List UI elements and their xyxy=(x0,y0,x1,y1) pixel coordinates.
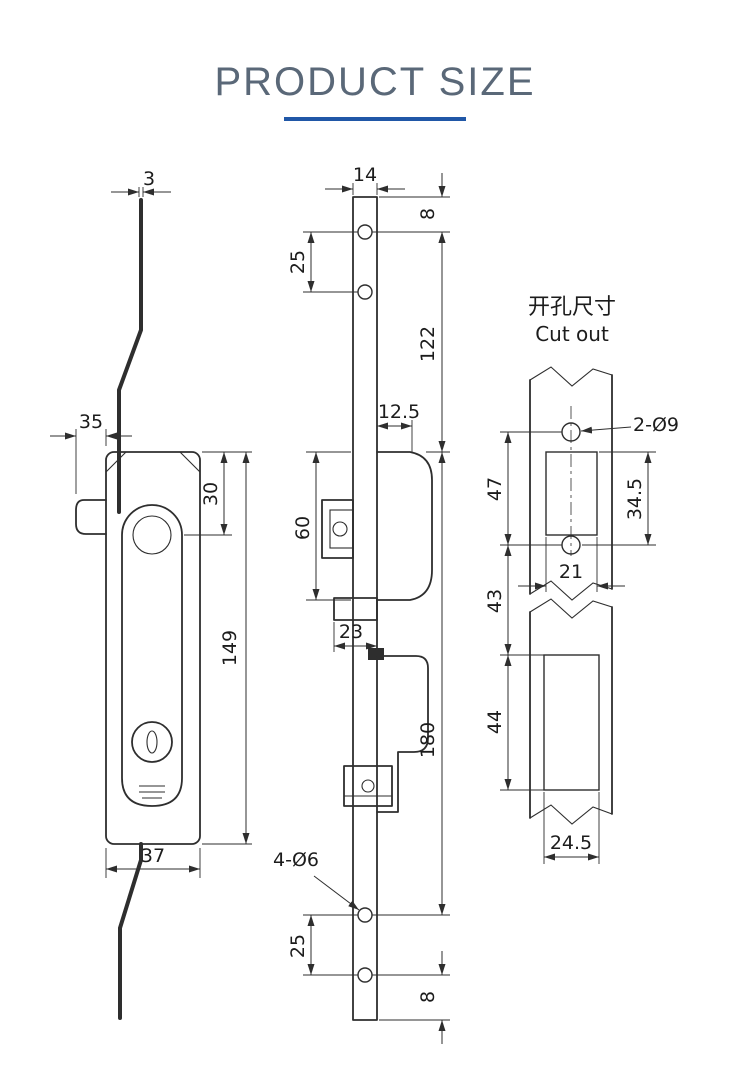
dim-text: 60 xyxy=(292,516,314,540)
dim-cutout-hole-pitch: 47 xyxy=(484,431,562,546)
dim-text: 37 xyxy=(141,845,165,867)
ext-line xyxy=(543,792,600,864)
dim-side-top-hole-pitch: 25 xyxy=(287,231,358,293)
dim-text: 35 xyxy=(79,411,103,433)
ext-line xyxy=(500,431,562,546)
leader-line xyxy=(313,875,360,911)
ext-line xyxy=(105,848,201,878)
dim-text: 14 xyxy=(353,164,377,186)
title-underline xyxy=(284,117,466,121)
front-view: 3 35 30 149 xyxy=(50,168,252,1020)
control-rod-bottom xyxy=(118,842,143,1020)
ext-line xyxy=(372,196,450,233)
dim-front-body-height: 149 xyxy=(202,451,252,845)
key-slot xyxy=(146,730,158,754)
dim-text: 44 xyxy=(484,710,506,734)
housing-profile xyxy=(376,451,433,601)
lower-bracket xyxy=(376,655,429,813)
cutout-slot-lower xyxy=(543,654,600,791)
dim-cutout-gap: 43 xyxy=(484,545,544,656)
cylinder-housing xyxy=(321,499,354,559)
dim-cutout-holes: 2-Ø9 xyxy=(580,414,679,436)
cylinder-shaft xyxy=(332,521,348,537)
mount-hole-bottom-1 xyxy=(357,907,373,923)
dim-text: 21 xyxy=(559,561,583,583)
dim-text: 12.5 xyxy=(378,401,420,423)
mount-hole-top-1 xyxy=(357,224,373,240)
dim-side-upper-length: 122 xyxy=(417,232,450,453)
handle-pivot-button xyxy=(132,515,172,555)
page-title: PRODUCT SIZE xyxy=(214,60,536,104)
dim-text: 25 xyxy=(287,250,309,274)
mounting-bar xyxy=(352,196,378,1021)
dim-text: 2-Ø9 xyxy=(633,414,679,436)
dim-text: 24.5 xyxy=(550,832,592,854)
dim-text: 149 xyxy=(219,630,241,666)
dim-side-cam-width: 23 xyxy=(333,621,377,652)
dim-side-bottom-edge-to-hole: 8 xyxy=(372,951,450,1044)
cylinder-inner xyxy=(329,509,354,549)
cutout-label-zh: 开孔尺寸 xyxy=(528,295,616,320)
latch-cam-screw xyxy=(361,779,375,793)
dim-text: 4-Ø6 xyxy=(273,849,319,871)
cam-block xyxy=(333,597,378,621)
cam-pivot-block xyxy=(368,648,384,660)
dim-side-bottom-hole-pitch: 25 xyxy=(287,914,358,976)
dim-text: 3 xyxy=(143,168,155,190)
dim-text: 47 xyxy=(484,477,506,501)
cutout-slot-upper xyxy=(545,451,598,536)
dim-front-body-width: 37 xyxy=(105,845,201,878)
latch-cam xyxy=(343,765,393,807)
dim-cutout-slot-to-hole: 34.5 xyxy=(582,451,656,546)
dim-side-lower-length: 180 xyxy=(372,452,450,916)
dim-cutout-slot-width: 21 xyxy=(518,537,625,592)
dim-text: 43 xyxy=(484,589,506,613)
dim-side-mount-holes: 4-Ø6 xyxy=(273,849,360,911)
grip-lines xyxy=(139,785,165,799)
side-view: 14 8 25 122 xyxy=(273,164,450,1044)
dim-text: 25 xyxy=(287,934,309,958)
dim-text: 34.5 xyxy=(624,478,646,520)
key-cylinder xyxy=(131,721,173,763)
dim-text: 180 xyxy=(417,722,439,758)
dim-side-housing-height: 60 xyxy=(292,451,351,601)
dim-side-top-edge-to-hole: 8 xyxy=(372,173,450,256)
ext-line xyxy=(75,429,107,494)
cutout-view: 开孔尺寸 Cut out 2-Ø9 47 xyxy=(484,295,679,864)
dim-cutout-lower-slot-height: 44 xyxy=(484,655,544,791)
swing-handle xyxy=(121,504,183,807)
mount-hole-top-2 xyxy=(357,284,373,300)
dim-cutout-lower-slot-width: 24.5 xyxy=(543,792,600,864)
dim-text: 30 xyxy=(200,482,222,506)
dim-text: 8 xyxy=(417,208,439,220)
header: PRODUCT SIZE xyxy=(0,60,750,121)
lock-body-outline xyxy=(105,451,201,845)
dim-front-hook-offset: 35 xyxy=(50,411,132,494)
leader-line xyxy=(580,426,632,434)
mount-hole-bottom-2 xyxy=(357,967,373,983)
dim-side-bar-width: 14 xyxy=(325,164,405,195)
dim-front-pivot-offset: 30 xyxy=(184,451,232,536)
latch-hook xyxy=(75,499,107,535)
dim-text: 122 xyxy=(417,326,439,362)
dim-front-rod-thickness: 3 xyxy=(111,168,171,197)
break-line-top xyxy=(529,366,613,387)
dim-text: 23 xyxy=(339,621,363,643)
control-rod-top xyxy=(117,198,143,514)
body-chamfer-lines xyxy=(105,451,201,473)
cutout-label-en: Cut out xyxy=(535,322,609,346)
ext-line xyxy=(372,974,450,1021)
break-line-middle xyxy=(529,580,613,619)
dim-side-front-offset: 12.5 xyxy=(377,401,420,452)
dim-text: 8 xyxy=(417,991,439,1003)
break-line-bottom xyxy=(529,804,613,825)
